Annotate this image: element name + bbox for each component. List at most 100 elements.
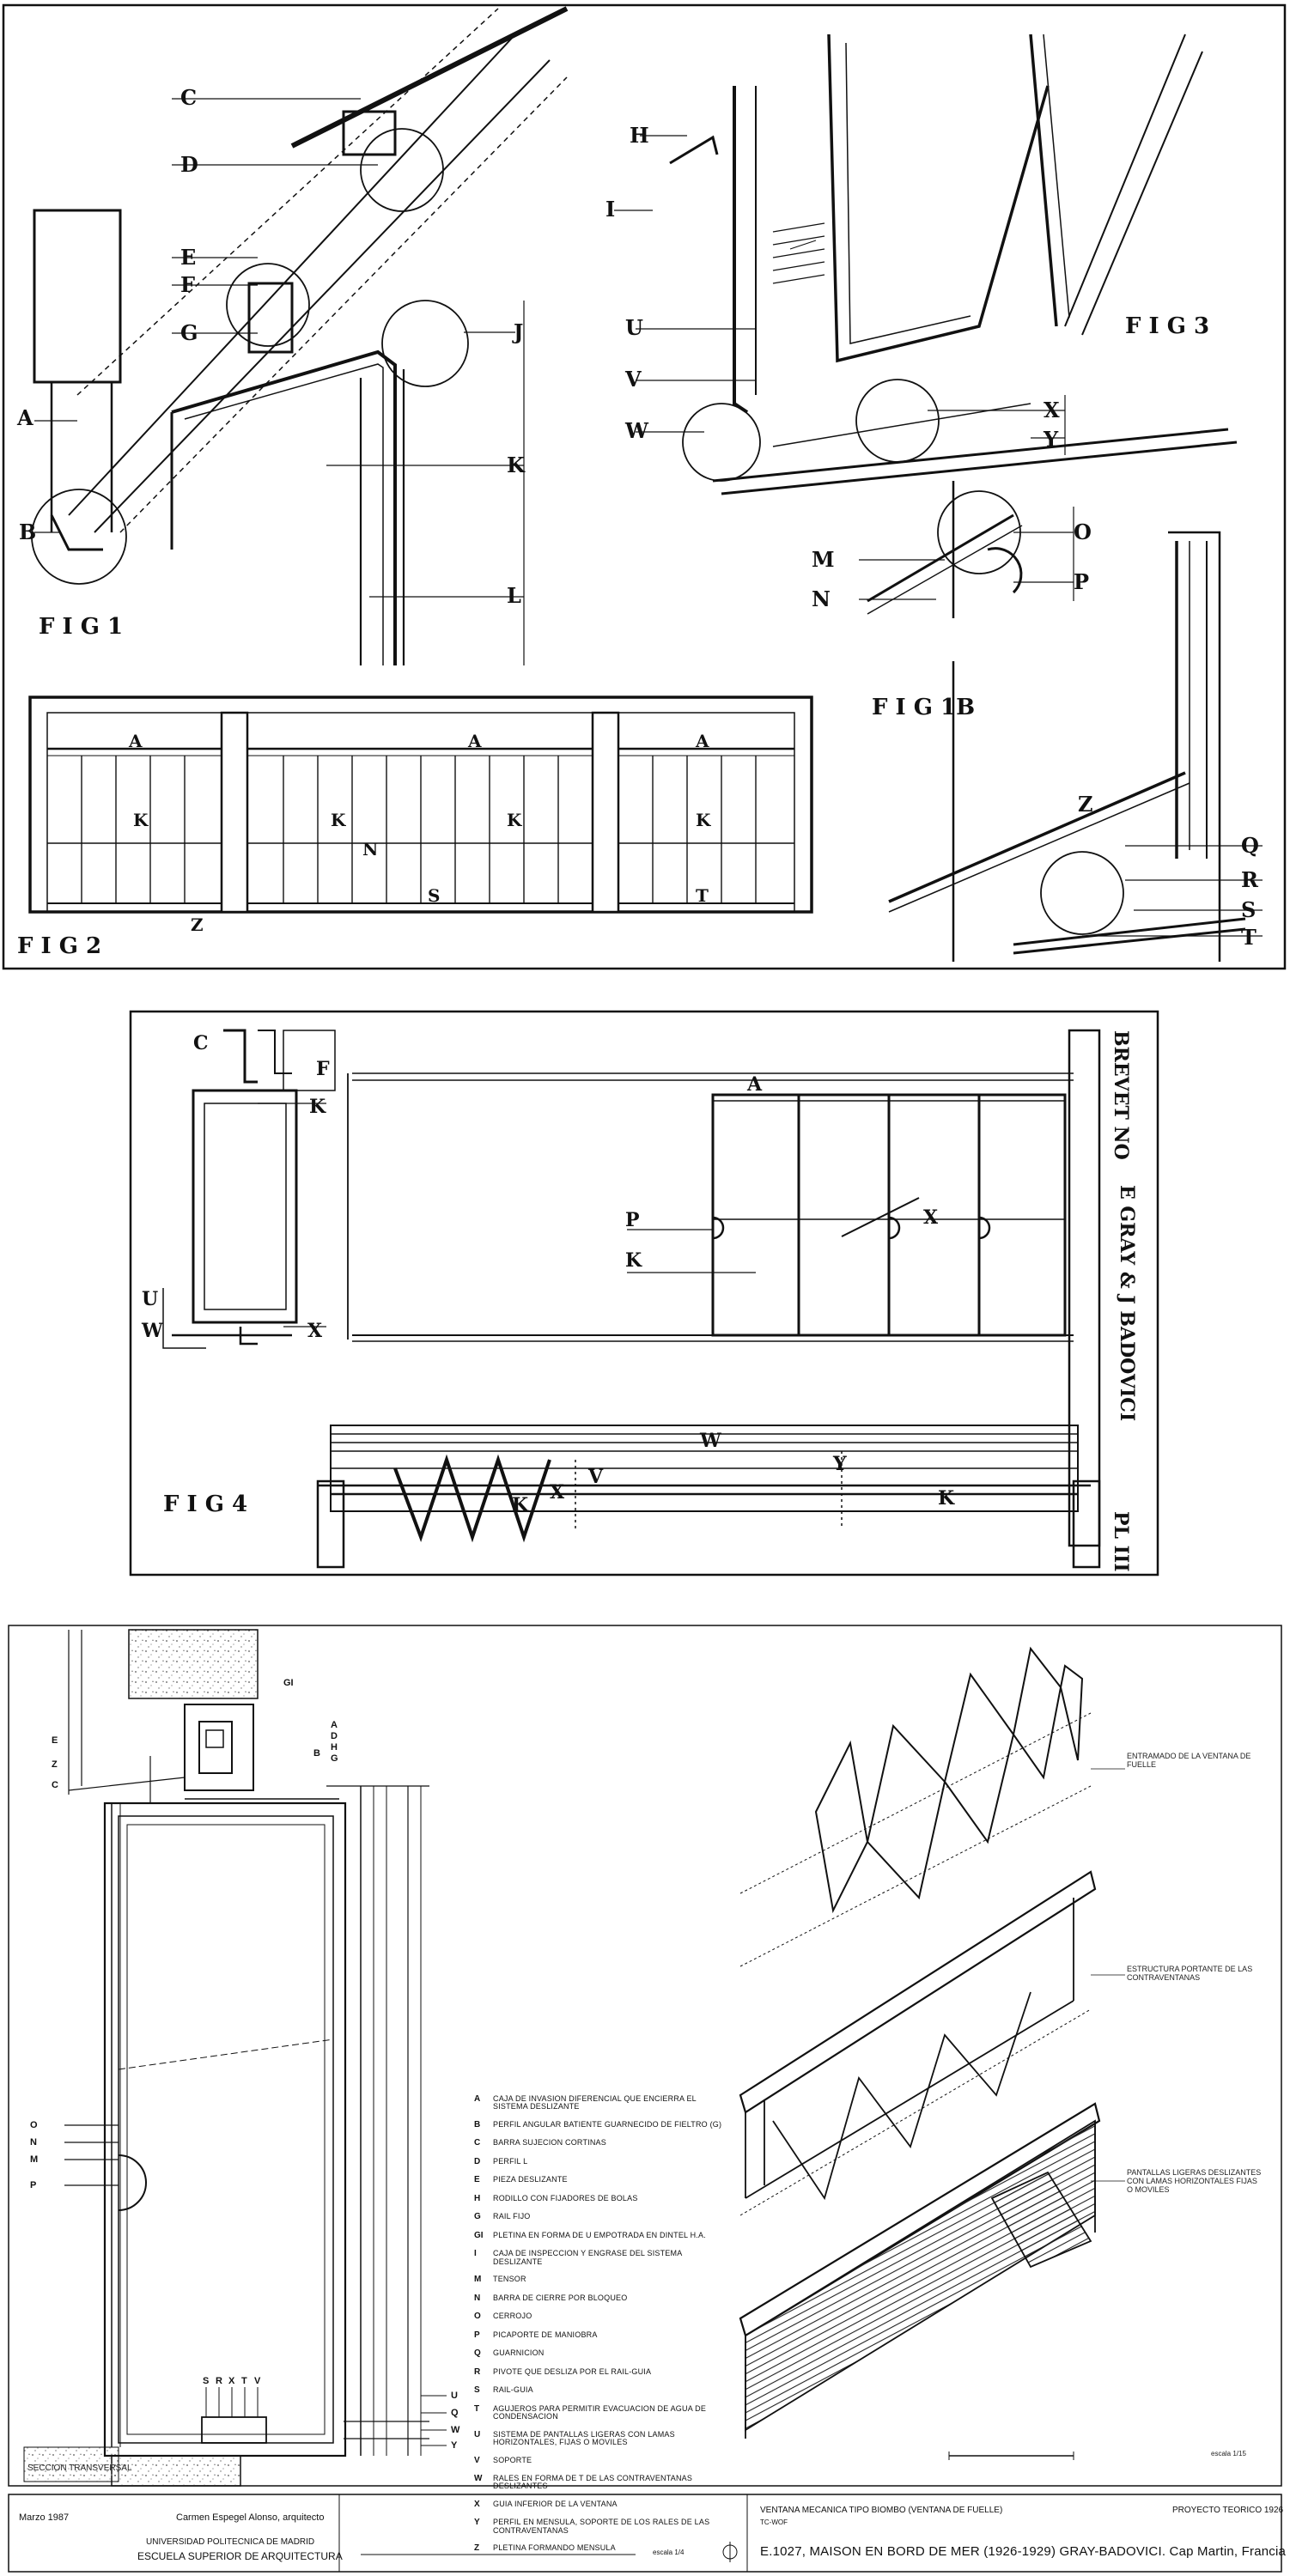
iso-shutter-structure (739, 1870, 1097, 2216)
plate-2 (129, 1010, 1159, 1577)
sec-label-p: P (30, 2180, 36, 2190)
legend-item: GI Pletina en forma de U empotrada en din… (474, 2230, 723, 2241)
f2-label-a1: A (128, 731, 143, 751)
legend-item: ACaja de invasion diferencial que encier… (474, 2094, 723, 2111)
legend-text: Soporte (493, 2455, 532, 2464)
sec-label-d: D (331, 1731, 338, 1741)
label-n: N (812, 586, 831, 611)
tb-scale: escala 1/4 (653, 2549, 685, 2556)
label-u: U (625, 315, 643, 340)
legend-list: ACaja de invasion diferencial que encier… (474, 2094, 723, 2563)
label-s-1b: S (1241, 897, 1256, 922)
sec-label-c: C (52, 1780, 58, 1790)
legend-item: DPerfil L (474, 2156, 723, 2167)
plate-3 (8, 1625, 1282, 2487)
legend-item: Q Guarnicion (474, 2349, 723, 2359)
label-i: I (605, 197, 615, 222)
f2-label-k4: K (696, 810, 711, 830)
plate-1 (2, 3, 1287, 970)
label-v: V (624, 367, 642, 392)
legend-text: Agujeros para permitir evacuacion de agu… (493, 2403, 707, 2421)
legend-text: Guarnicion (493, 2348, 545, 2358)
tb-subject-sub: TC-WOF (760, 2518, 788, 2526)
legend-text: Pletina en forma de U empotrada en dinte… (493, 2230, 706, 2239)
label-r: R (1241, 867, 1259, 892)
legend-text: Cerrojo (493, 2312, 532, 2321)
sec-label-y: Y (451, 2440, 458, 2451)
label-m: M (812, 547, 835, 572)
legend-key: X (474, 2499, 480, 2509)
label-d: D (180, 152, 198, 177)
sec-label-m: M (30, 2154, 38, 2165)
label-a-p2: A (746, 1073, 763, 1096)
legend-text: Rodillo con fijadores de bolas (493, 2193, 638, 2202)
plate-1-labels: F I G 1 F I G 1B F I G 2 F I G 3 C D E F… (16, 85, 1259, 959)
label-c: C (180, 85, 197, 110)
legend-key: R (474, 2366, 481, 2377)
legend-item: O Cerrojo (474, 2312, 723, 2322)
legend-key: N (474, 2293, 481, 2303)
legend-item: ICaja de inspeccion y engrase del sistem… (474, 2250, 723, 2266)
legend-text: Caja de inspeccion y engrase del sistema… (493, 2249, 682, 2266)
legend-key: D (474, 2156, 481, 2166)
legend-item: SRail-guia (474, 2386, 723, 2396)
legend-text: Tensor (493, 2275, 526, 2284)
fig2-title: F I G 2 (17, 933, 101, 959)
f2-label-k2: K (331, 810, 346, 830)
legend-key: Q (474, 2348, 481, 2359)
legend-key: T (474, 2403, 480, 2414)
f2-label-t: T (696, 885, 709, 906)
label-x2-p2: X (923, 1206, 939, 1229)
legend-key: O (474, 2312, 481, 2322)
label-y-fig4: Y (832, 1453, 847, 1475)
scale-label-right: escala 1/15 (1211, 2450, 1246, 2458)
legend-key: GI (474, 2230, 484, 2240)
legend-text: Guia inferior de la ventana (493, 2499, 618, 2508)
tb-project: PROYECTO TEORICO 1926 (1172, 2506, 1284, 2515)
sec-label-g: G (331, 1753, 338, 1764)
f2-label-a3: A (695, 731, 709, 751)
legend-item: ZPletina formando mensula (474, 2544, 723, 2554)
sec-label-x: X (228, 2376, 235, 2386)
label-p: P (1074, 569, 1089, 594)
legend-text: Rail-guia (493, 2385, 533, 2395)
label-k-fig4: K (512, 1494, 529, 1516)
section-title: SECCION TRANSVERSAL (27, 2464, 132, 2473)
sec-label-o: O (30, 2120, 38, 2130)
side-text-authors: E GRAY & J BADOVICI (1116, 1185, 1138, 1421)
label-y: Y (1043, 427, 1059, 452)
iso-folding-window (739, 1646, 1092, 1967)
legend-key: H (474, 2193, 481, 2203)
legend-item: CBarra sujecion cortinas (474, 2139, 723, 2148)
fig2-elevation (28, 696, 813, 914)
iso-note-panels: PANTALLAS LIGERAS DESLIZANTES CON LAMAS … (1127, 2168, 1262, 2194)
label-f-p2: F (316, 1058, 330, 1080)
legend-item: VSoporte (474, 2455, 723, 2466)
legend-text: Picaporte de maniobra (493, 2330, 598, 2339)
sec-label-v: V (254, 2376, 261, 2386)
label-z-1b: Z (1078, 792, 1093, 817)
label-e: E (180, 245, 196, 270)
sec-label-b: B (313, 1748, 320, 1759)
legend-item: PPicaporte de maniobra (474, 2330, 723, 2341)
legend-item: EPieza deslizante (474, 2176, 723, 2185)
fig1-drawing (31, 6, 569, 665)
title-block (8, 2494, 1282, 2573)
side-text-brevet: BREVET NO (1110, 1030, 1132, 1160)
fig3-drawing (614, 33, 1238, 495)
legend-key: W (474, 2474, 483, 2483)
sec-label-q: Q (451, 2408, 459, 2418)
plate-2-labels: F I G 4 C F K U W X A P K X W V Y X K K … (141, 1030, 1138, 1572)
label-l: L (507, 583, 521, 608)
f2-label-s: S (428, 885, 440, 906)
legend-key: B (474, 2119, 481, 2129)
label-t-1b: T (1241, 925, 1257, 950)
sec-label-s: S (203, 2376, 209, 2386)
legend-key: U (474, 2429, 481, 2439)
plate-3-labels: GI E Z C A D H G B O N M P S R X T V U Q… (30, 1678, 460, 2451)
sec-label-a: A (331, 1720, 338, 1730)
label-k: K (507, 453, 526, 477)
label-c-p2: C (193, 1032, 209, 1054)
label-x: X (1044, 398, 1060, 422)
